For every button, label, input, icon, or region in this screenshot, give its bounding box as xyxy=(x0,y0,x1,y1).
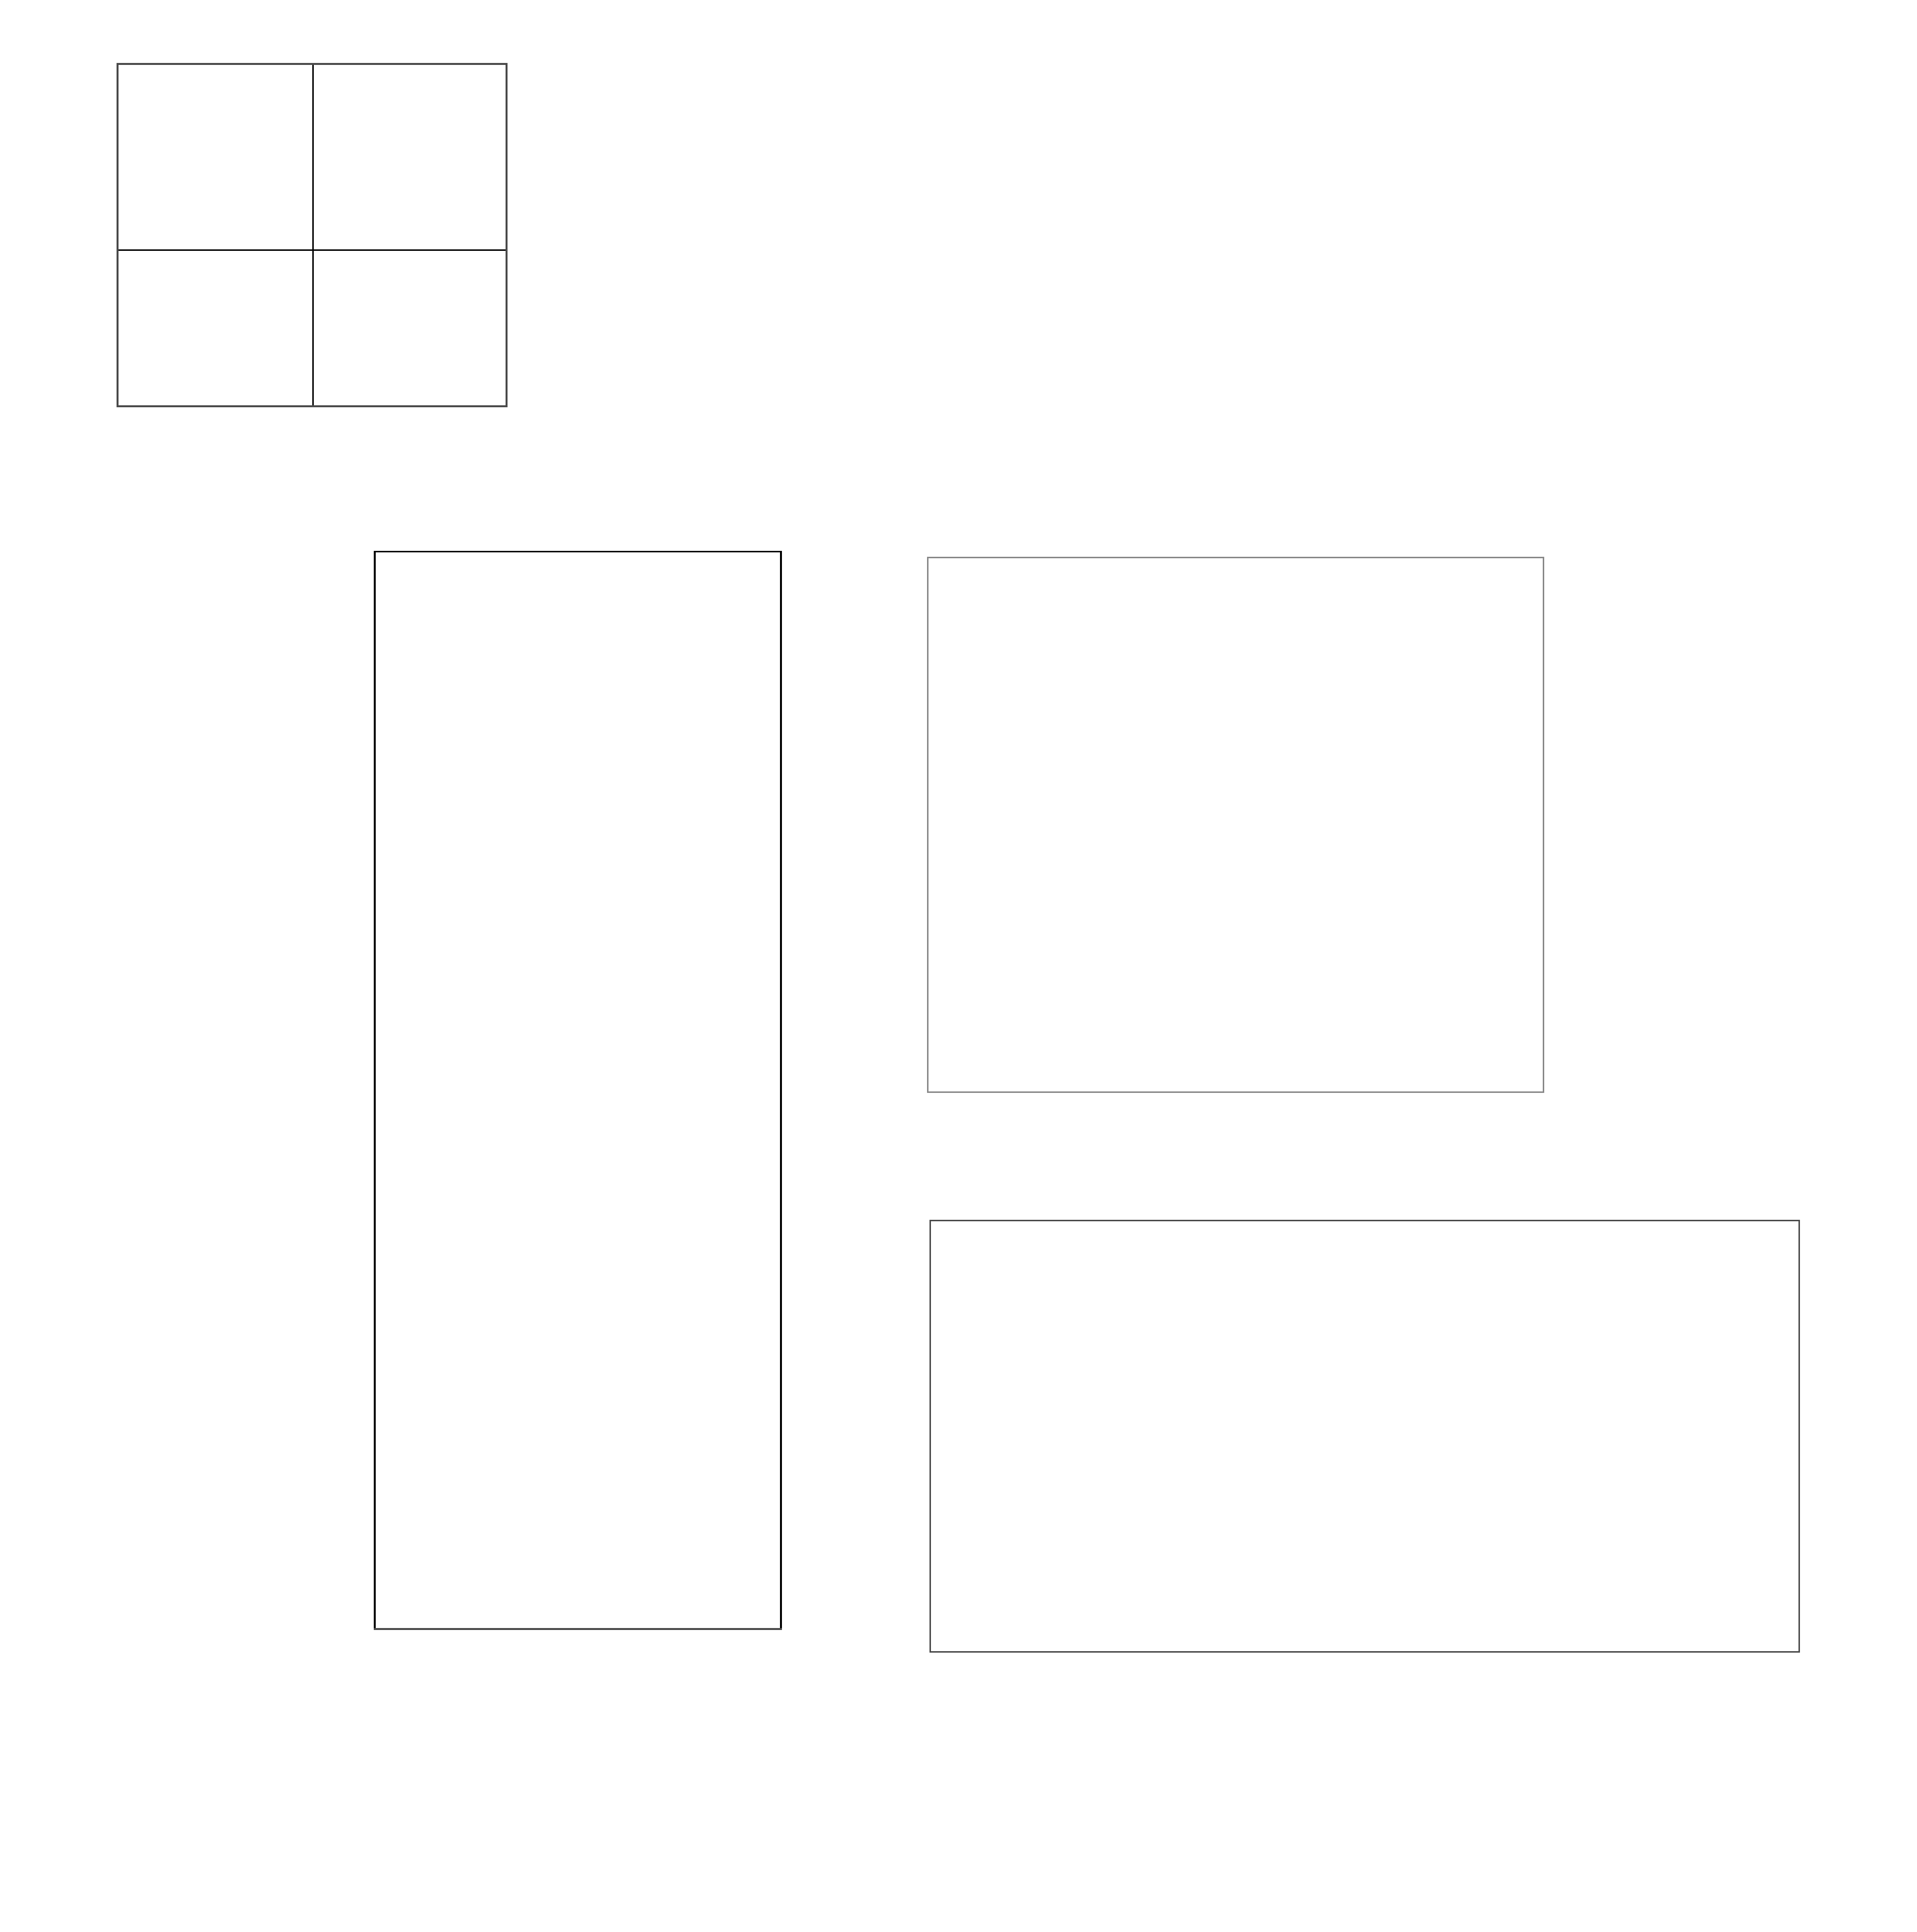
pca-vertical-axis xyxy=(312,65,314,405)
kog-plot-area xyxy=(927,557,1544,1093)
pca-horizontal-axis xyxy=(119,249,506,251)
venn-b-svg xyxy=(811,0,1303,516)
kegg-x-axis xyxy=(374,1628,782,1630)
go-plot-area xyxy=(929,1220,1800,1653)
panel-f-go xyxy=(811,1190,1917,1932)
kegg-plot-area xyxy=(374,551,782,1628)
panel-d-kegg xyxy=(0,521,811,1751)
pca-plot-area xyxy=(117,63,508,407)
venn-c-svg xyxy=(1303,0,1917,516)
panel-e-kog xyxy=(811,521,1917,1185)
panel-c-flower-venn xyxy=(1303,0,1917,516)
panel-a-pca xyxy=(0,0,664,507)
panel-b-flower-venn xyxy=(811,0,1303,516)
